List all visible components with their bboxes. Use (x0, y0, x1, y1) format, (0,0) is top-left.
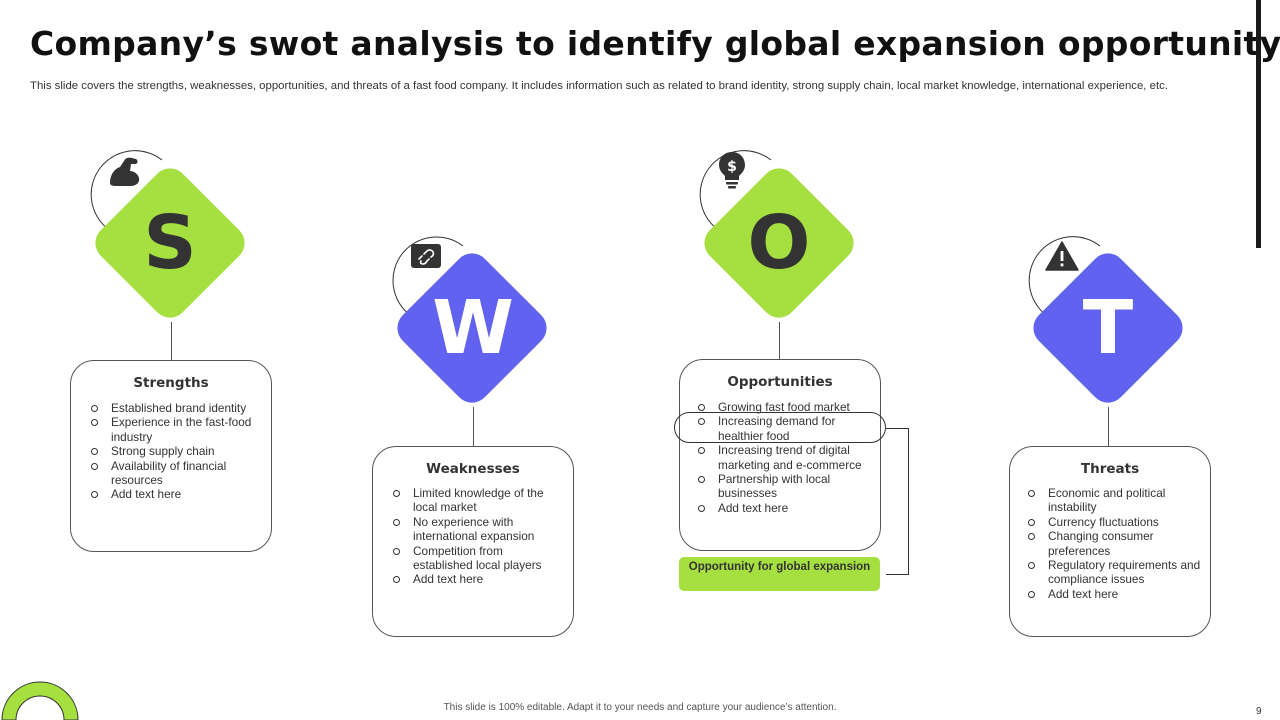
weaknesses-card: Weaknesses Limited knowledge of the loca… (372, 446, 574, 637)
accent-bar (1256, 0, 1261, 248)
callout-bracket (886, 428, 909, 575)
svg-text:$: $ (727, 159, 737, 175)
weaknesses-list: Limited knowledge of the local market No… (393, 486, 563, 587)
threats-title: Threats (1080, 461, 1140, 477)
list-item: Add text here (393, 572, 563, 586)
weaknesses-title: Weaknesses (426, 461, 520, 477)
list-item: No experience with international expansi… (393, 515, 563, 544)
list-item: Limited knowledge of the local market (393, 486, 563, 515)
strength-letter: S (143, 200, 197, 286)
opportunities-list: Growing fast food market Increasing dema… (698, 400, 868, 515)
slide-title: Company’s swot analysis to identify glob… (30, 24, 1280, 63)
highlight-ring (674, 412, 886, 443)
page-number: 9 (1256, 706, 1262, 717)
dollar-bulb-icon: $ (716, 150, 748, 190)
strength-connector (171, 322, 172, 360)
broken-link-icon (410, 243, 442, 269)
opportunities-title: Opportunities (727, 374, 833, 390)
list-item: Established brand identity (91, 401, 256, 415)
list-item: Economic and political instability (1028, 486, 1203, 515)
list-item: Regulatory requirements and compliance i… (1028, 558, 1203, 587)
list-item: Competition from established local playe… (393, 544, 563, 573)
list-item: Availability of financial resources (91, 459, 256, 488)
strengths-list: Established brand identity Experience in… (91, 401, 256, 502)
strengths-card: Strengths Established brand identity Exp… (70, 360, 272, 552)
list-item: Changing consumer preferences (1028, 529, 1203, 558)
opportunities-card: Opportunities Growing fast food market I… (679, 359, 881, 551)
opportunity-letter: O (747, 200, 811, 286)
threats-card: Threats Economic and political instabili… (1009, 446, 1211, 637)
list-item: Increasing trend of digital marketing an… (698, 443, 868, 472)
list-item: Growing fast food market (698, 400, 868, 414)
list-item: Currency fluctuations (1028, 515, 1203, 529)
slide-subtitle: This slide covers the strengths, weaknes… (30, 80, 1168, 92)
slide-footer: This slide is 100% editable. Adapt it to… (443, 702, 837, 713)
weakness-letter: W (432, 285, 514, 371)
list-item: Add text here (1028, 587, 1203, 601)
list-item: Experience in the fast-food industry (91, 415, 256, 444)
opportunity-connector (779, 322, 780, 360)
corner-decoration (1, 681, 79, 720)
list-item: Partnership with local businesses (698, 472, 868, 501)
list-item: Add text here (91, 487, 256, 501)
threat-connector (1108, 407, 1109, 446)
list-item: Increasing demand for healthier food (698, 414, 868, 443)
strengths-title: Strengths (133, 375, 209, 391)
flexed-arm-icon (104, 152, 144, 190)
threat-letter: T (1082, 285, 1134, 371)
weakness-connector (473, 407, 474, 446)
warning-icon (1044, 240, 1080, 272)
opportunity-callout: Opportunity for global expansion (679, 557, 880, 591)
list-item: Strong supply chain (91, 444, 256, 458)
threats-list: Economic and political instability Curre… (1028, 486, 1203, 601)
list-item: Add text here (698, 501, 868, 515)
